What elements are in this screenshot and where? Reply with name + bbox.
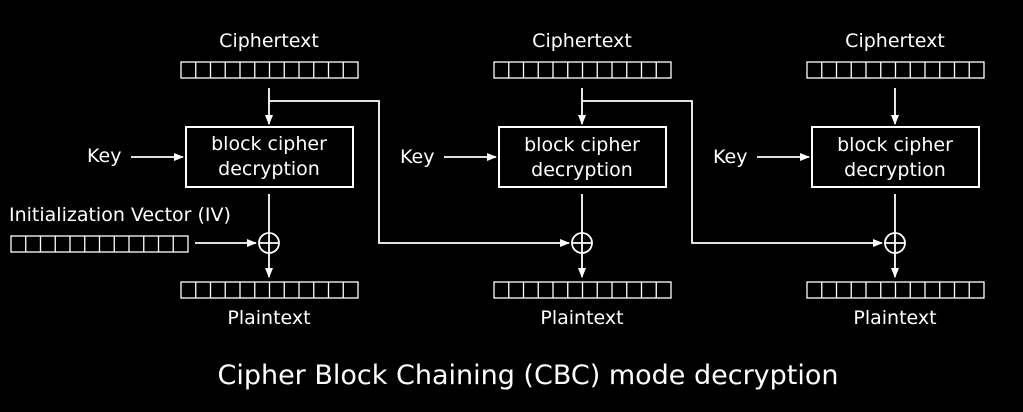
iv-block — [10, 235, 189, 253]
key-label: Key — [713, 146, 747, 168]
plaintext-label: Plaintext — [540, 307, 623, 329]
iv-group: Initialization Vector (IV) — [9, 204, 257, 253]
ciphertext-block — [180, 61, 359, 79]
key-label: Key — [87, 145, 121, 167]
decryption-block-label-line1: block cipher — [524, 134, 640, 156]
plaintext-label: Plaintext — [853, 307, 936, 329]
stage-2: Ciphertext Key block cipher decryption P… — [400, 30, 672, 329]
chain-arrow-ciphertext1-to-xor2 — [269, 100, 570, 247]
decryption-block — [498, 126, 667, 188]
plaintext-label: Plaintext — [227, 307, 310, 329]
decryption-block — [185, 126, 354, 188]
plaintext-block — [493, 281, 672, 299]
key-label: Key — [400, 146, 434, 168]
decryption-block-label-line2: decryption — [531, 159, 633, 181]
stage-3: Ciphertext Key block cipher decryption P… — [713, 30, 985, 329]
plaintext-block — [180, 281, 359, 299]
ciphertext-block — [806, 61, 985, 79]
decryption-block — [811, 126, 980, 188]
diagram-title: Cipher Block Chaining (CBC) mode decrypt… — [217, 360, 838, 391]
xor-symbol — [571, 232, 593, 254]
ciphertext-label: Ciphertext — [219, 30, 319, 52]
decryption-block-label-line1: block cipher — [211, 133, 327, 155]
plaintext-block — [806, 281, 985, 299]
stage-1: Ciphertext Key block cipher decryption P… — [87, 30, 359, 329]
decryption-block-label-line2: decryption — [844, 159, 946, 181]
ciphertext-label: Ciphertext — [532, 30, 632, 52]
iv-label: Initialization Vector (IV) — [9, 204, 231, 226]
ciphertext-block — [493, 61, 672, 79]
ciphertext-label: Ciphertext — [845, 30, 945, 52]
decryption-block-label-line1: block cipher — [837, 134, 953, 156]
chain-arrow-ciphertext2-to-xor3 — [582, 100, 883, 247]
xor-symbol — [258, 232, 280, 254]
xor-symbol — [884, 232, 906, 254]
decryption-block-label-line2: decryption — [218, 158, 320, 180]
